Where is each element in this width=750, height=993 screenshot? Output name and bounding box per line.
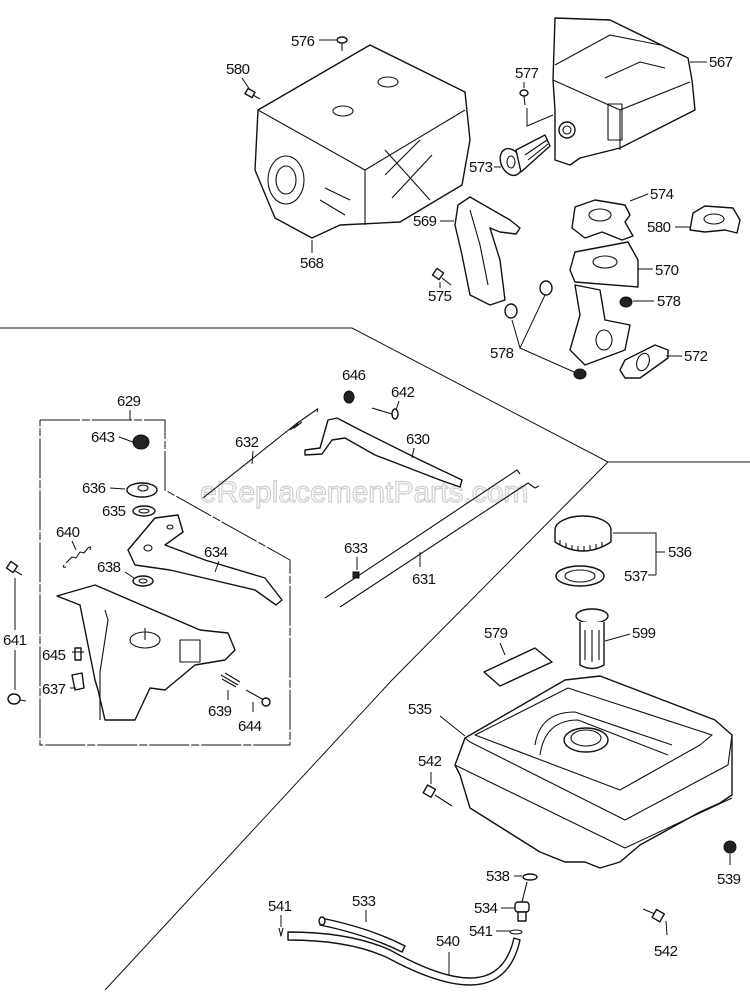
part-638-washer[interactable]: 638 (97, 559, 154, 587)
part-633-spring-clip[interactable]: 633 (344, 540, 368, 579)
part-541-clamp[interactable]: 541 (469, 923, 523, 940)
part-542-bolt-b[interactable]: 542 (642, 908, 678, 960)
part-535-fuel-tank[interactable]: 535 (408, 675, 733, 869)
label-629: 629 (117, 393, 141, 410)
label-568: 568 (300, 255, 324, 272)
label-633: 633 (344, 540, 368, 557)
watermark: eReplacementParts.com (200, 476, 528, 509)
part-539-nut[interactable]: 539 (717, 840, 741, 888)
part-568-shroud[interactable]: 568 (254, 44, 471, 272)
section-divider-upper (0, 327, 750, 463)
part-645-pin[interactable]: 645 (42, 647, 84, 664)
label-536: 536 (668, 544, 692, 561)
part-574-gasket[interactable]: 574 (571, 186, 674, 241)
part-536-fuel-cap[interactable]: 536 (554, 515, 692, 575)
part-631-rod[interactable]: 631 (324, 469, 540, 608)
label-632: 632 (235, 434, 259, 451)
label-578: 578 (657, 293, 681, 310)
label-569: 569 (413, 213, 437, 230)
part-646-nut[interactable]: 646 (342, 367, 366, 404)
label-541-b: 541 (469, 923, 493, 940)
part-575-bolt[interactable]: 575 (428, 267, 452, 305)
label-541-a: 541 (268, 898, 292, 915)
part-578-spacers[interactable]: 578 (490, 280, 587, 380)
part-572-gasket[interactable]: 572 (619, 344, 708, 379)
label-542: 542 (418, 753, 442, 770)
label-631: 631 (412, 571, 436, 588)
label-639: 639 (208, 703, 232, 720)
label-575: 575 (428, 288, 452, 305)
part-643-nut[interactable]: 643 (91, 429, 150, 450)
part-537-cap-gasket[interactable]: 537 (555, 565, 656, 587)
label-630: 630 (406, 431, 430, 448)
part-634-lever[interactable]: 634 (127, 514, 283, 606)
label-645: 645 (42, 647, 66, 664)
part-642-bolt[interactable]: 642 (371, 384, 415, 420)
part-541-clamp-a[interactable]: 541 (268, 898, 292, 937)
part-630-governor-arm[interactable]: 630 (304, 417, 463, 488)
control-base-plate (56, 584, 236, 721)
part-533-tube[interactable]: 533 (318, 893, 406, 953)
label-641: 641 (3, 632, 27, 649)
part-637-clip[interactable]: 637 (42, 672, 85, 698)
label-642: 642 (391, 384, 415, 401)
section-divider-diagonal (391, 461, 609, 681)
label-640: 640 (56, 524, 80, 541)
part-576-screw[interactable]: 576 (291, 33, 348, 51)
label-572: 572 (684, 348, 708, 365)
part-534-fuel-valve[interactable]: 534 (474, 881, 530, 922)
part-599-strainer[interactable]: 599 (575, 608, 656, 670)
part-635-washer[interactable]: 635 (102, 503, 156, 520)
label-578-b: 578 (490, 345, 514, 362)
label-635: 635 (102, 503, 126, 520)
part-573-spark-arrester[interactable]: 573 (469, 134, 551, 179)
label-644: 644 (238, 718, 262, 735)
label-574: 574 (650, 186, 674, 203)
label-538: 538 (486, 868, 510, 885)
label-540: 540 (436, 933, 460, 950)
label-534: 534 (474, 900, 498, 917)
label-533: 533 (352, 893, 376, 910)
label-535: 535 (408, 701, 432, 718)
part-644-bolt[interactable]: 644 (238, 689, 271, 735)
label-542-b: 542 (654, 943, 678, 960)
label-634: 634 (204, 544, 228, 561)
part-580-screw[interactable]: 580 (226, 61, 261, 100)
label-646: 646 (342, 367, 366, 384)
part-579-label-decal[interactable]: 579 (483, 625, 553, 687)
assembly-629-box: 629 (39, 393, 291, 746)
part-580-gasket[interactable]: 580 (647, 205, 741, 236)
label-567: 567 (709, 54, 733, 71)
label-579: 579 (484, 625, 508, 642)
part-578-nut[interactable]: 578 (619, 293, 681, 310)
part-639-spring[interactable]: 639 (208, 672, 241, 720)
label-537: 537 (624, 568, 648, 585)
part-636-washer-plate[interactable]: 636 (82, 480, 158, 498)
part-570-insulator[interactable]: 570 (569, 241, 679, 366)
label-599: 599 (632, 625, 656, 642)
part-641-bolt[interactable]: 641 (3, 560, 27, 705)
label-638: 638 (97, 559, 121, 576)
part-577-screw[interactable]: 577 (515, 65, 554, 127)
part-542-bolt[interactable]: 542 (418, 753, 453, 807)
label-576: 576 (291, 33, 315, 50)
part-567-muffler[interactable]: 567 (552, 17, 733, 166)
label-636: 636 (82, 480, 106, 497)
part-569-bracket[interactable]: 569 (413, 196, 521, 306)
part-540-fuel-line[interactable]: 540 (287, 931, 521, 986)
label-580-b: 580 (647, 219, 671, 236)
label-539: 539 (717, 871, 741, 888)
part-640-spring[interactable]: 640 (56, 524, 92, 568)
part-538-washer[interactable]: 538 (486, 868, 538, 885)
label-580: 580 (226, 61, 250, 78)
label-577: 577 (515, 65, 539, 82)
label-643: 643 (91, 429, 115, 446)
section-divider-lower (104, 679, 393, 991)
label-570: 570 (655, 262, 679, 279)
label-573: 573 (469, 159, 493, 176)
label-637: 637 (42, 681, 66, 698)
part-632-rod[interactable]: 632 (202, 408, 319, 499)
